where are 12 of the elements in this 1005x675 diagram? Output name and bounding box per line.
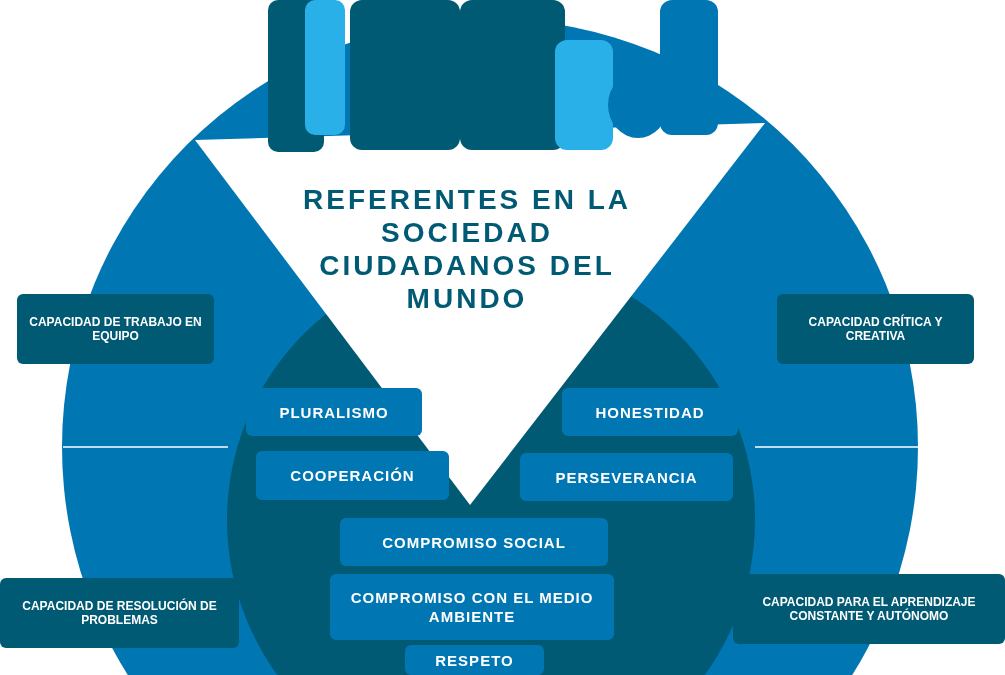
speech-bubble: CAPACIDAD PARA EL APRENDIZAJE CONSTANTE Y AUTÓNOMO <box>733 574 1005 644</box>
speech-bubble: COOPERACIÓN <box>256 451 449 500</box>
speech-bubble: HONESTIDAD <box>562 388 738 436</box>
speech-bubble: CAPACIDAD DE TRABAJO EN EQUIPO <box>17 294 214 364</box>
speech-bubble: PERSEVERANCIA <box>520 453 733 501</box>
diagram-title: REFERENTES EN LA SOCIEDAD CIUDADANOS DEL MUNDO <box>302 183 632 315</box>
speech-bubble: RESPETO <box>405 645 544 675</box>
speech-bubble: COMPROMISO SOCIAL <box>340 518 608 566</box>
speech-bubble: CAPACIDAD CRÍTICA Y CREATIVA <box>777 294 974 364</box>
speech-bubble: PLURALISMO <box>246 388 422 436</box>
speech-bubble: CAPACIDAD DE RESOLUCIÓN DE PROBLEMAS <box>0 578 239 648</box>
speech-bubble: COMPROMISO CON EL MEDIO AMBIENTE <box>330 574 614 640</box>
